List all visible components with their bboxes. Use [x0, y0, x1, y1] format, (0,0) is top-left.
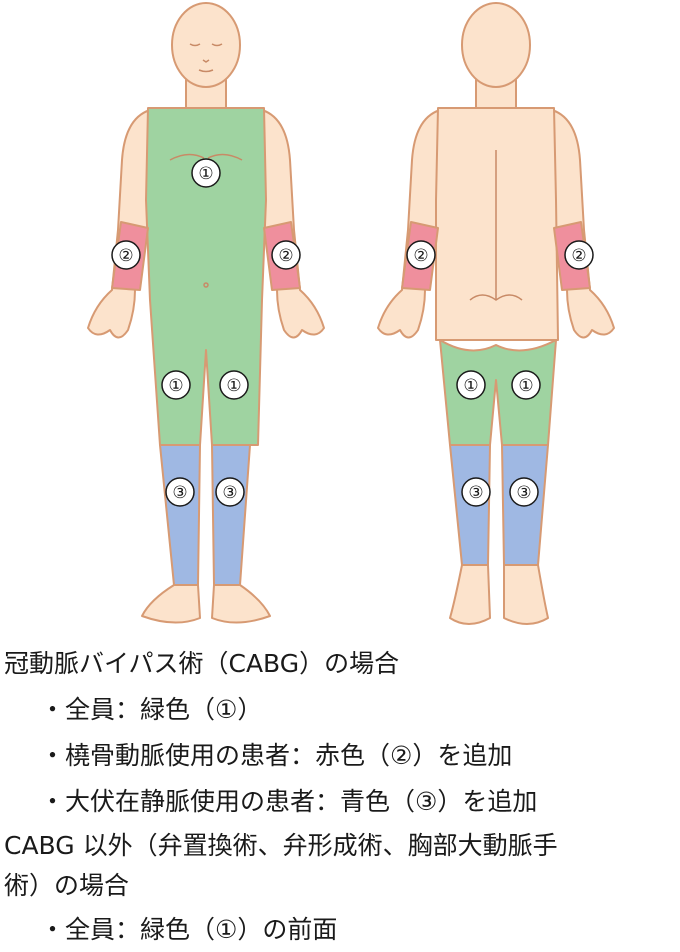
caption-bullet-radial-red: ・橈骨動脈使用の患者：赤色（②）を追加 — [40, 741, 513, 770]
caption-heading-cabg: 冠動脈バイパス術（CABG）の場合 — [4, 649, 400, 678]
front-right-thigh-marker: ① — [219, 370, 249, 400]
svg-text:③: ③ — [468, 483, 483, 503]
front-left-arm — [87, 109, 151, 339]
back-lines — [469, 150, 523, 301]
svg-text:③: ③ — [222, 483, 237, 503]
caption-bullet-all-green: ・全員：緑色（①） — [40, 695, 263, 724]
front-face — [169, 43, 243, 288]
front-left-shin-marker: ③ — [165, 477, 195, 507]
back-left-lower-leg — [449, 564, 491, 625]
front-head — [171, 2, 241, 88]
back-right-forearm-marker: ② — [564, 240, 594, 270]
body-diagram: ① ② ② ① ① ③ ③ ② — [87, 2, 615, 625]
front-left-forearm-marker: ② — [111, 240, 141, 270]
front-figure — [87, 2, 325, 624]
front-right-arm — [261, 109, 325, 339]
svg-text:③: ③ — [172, 483, 187, 503]
front-right-forearm-marker: ② — [271, 240, 301, 270]
svg-text:②: ② — [118, 246, 133, 266]
front-right-foot — [211, 584, 271, 624]
back-left-shin-marker: ③ — [461, 477, 491, 507]
front-left-foot — [141, 584, 201, 624]
svg-text:①: ① — [198, 164, 213, 184]
front-left-shin-zone-3 — [159, 444, 201, 586]
caption-bullet-saphenous-blue: ・大伏在静脈使用の患者：青色（③）を追加 — [40, 787, 538, 816]
svg-text:②: ② — [571, 246, 586, 266]
back-head — [461, 2, 531, 88]
caption-heading-non-cabg-line1: CABG 以外（弁置換術、弁形成術、胸部大動脈手 — [4, 831, 558, 860]
svg-text:②: ② — [413, 246, 428, 266]
back-figure — [377, 2, 615, 625]
front-right-shin-marker: ③ — [215, 477, 245, 507]
back-left-thigh-marker: ① — [456, 370, 486, 400]
svg-text:③: ③ — [516, 483, 531, 503]
caption-bullet-front-green: ・全員：緑色（①）の前面 — [40, 915, 338, 944]
back-right-thigh-marker: ① — [511, 370, 541, 400]
back-torso — [435, 107, 559, 341]
front-right-shin-zone-3 — [211, 444, 251, 586]
back-right-arm — [551, 109, 615, 339]
svg-text:①: ① — [463, 376, 478, 396]
svg-text:①: ① — [226, 376, 241, 396]
svg-text:②: ② — [278, 246, 293, 266]
caption-heading-non-cabg-line2: 術）の場合 — [4, 871, 130, 900]
front-torso-zone-1 — [145, 107, 267, 446]
markers: ① ② ② ① ① ③ ③ ② — [111, 158, 594, 507]
back-right-lower-leg — [503, 564, 549, 625]
front-left-thigh-marker: ① — [161, 370, 191, 400]
back-left-arm — [377, 109, 441, 339]
svg-text:①: ① — [168, 376, 183, 396]
back-right-shin-marker: ③ — [509, 477, 539, 507]
front-chest-marker: ① — [191, 158, 221, 188]
back-left-forearm-marker: ② — [406, 240, 436, 270]
svg-text:①: ① — [518, 376, 533, 396]
